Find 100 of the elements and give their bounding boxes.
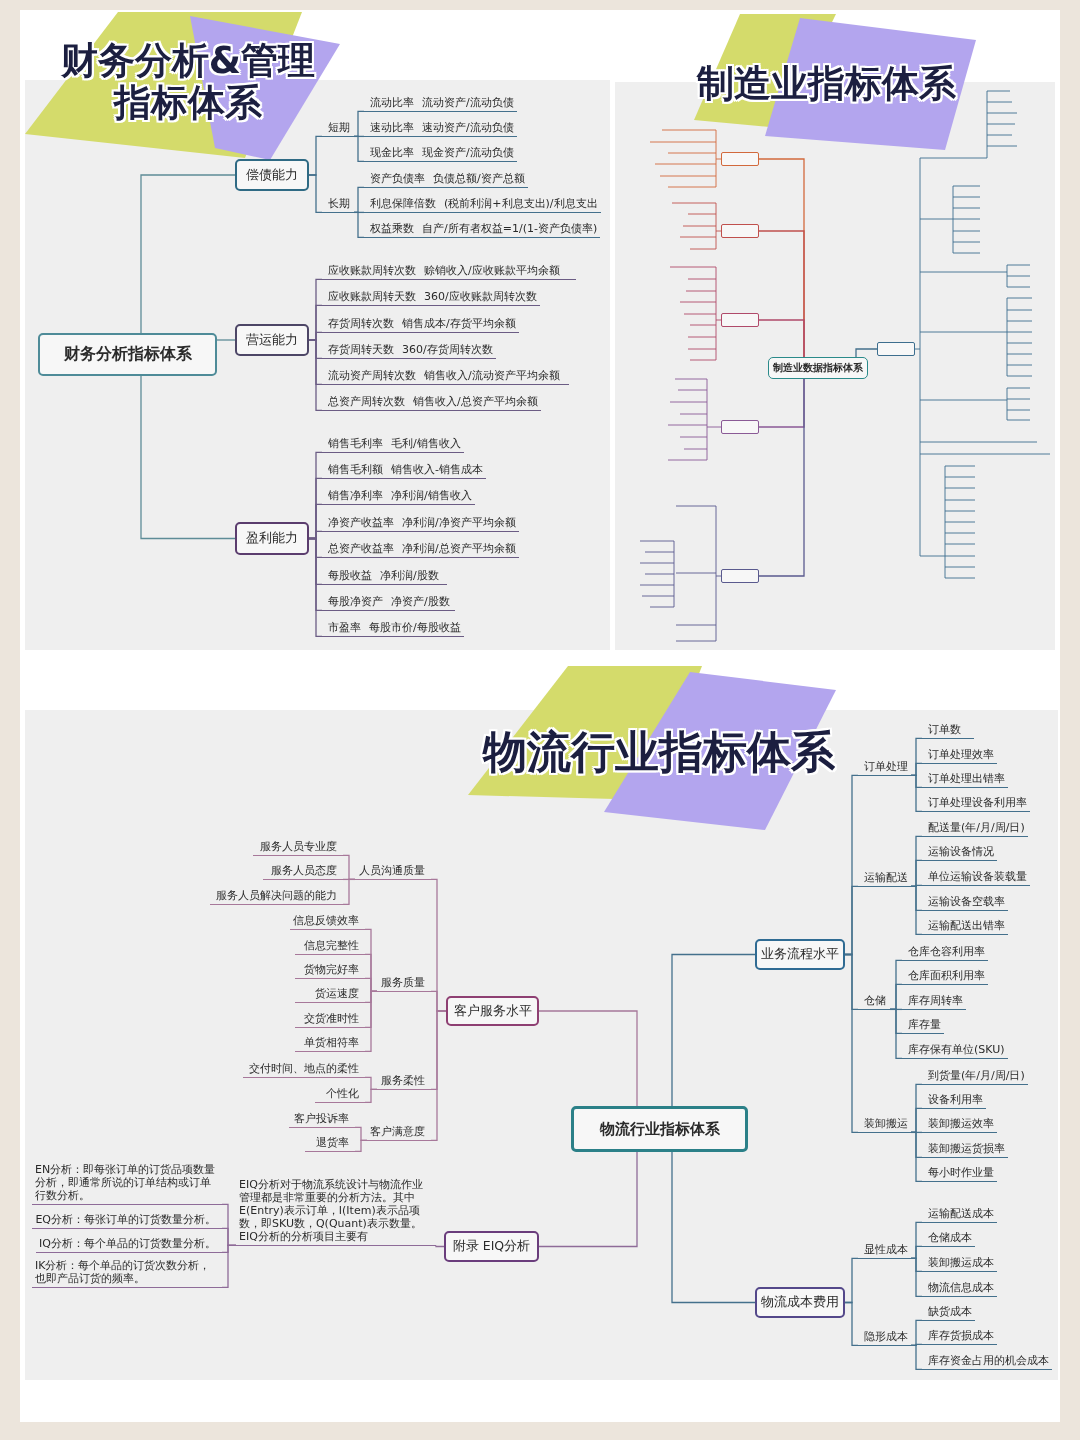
- underlined-topic: [322, 317, 519, 333]
- connector-line: [354, 1139, 368, 1153]
- underlined-topic: 库存货损成本: [922, 1329, 997, 1345]
- connector-line: [910, 1257, 923, 1298]
- underlined-topic: 显性成本: [858, 1243, 911, 1259]
- formula-text: 净利润/净资产平均余额: [402, 516, 516, 529]
- empty-topic-box: [721, 420, 759, 434]
- underlined-topic: 隐形成本: [858, 1330, 911, 1346]
- underlined-topic: 运输设备空载率: [922, 895, 1008, 911]
- connector-line: [140, 174, 236, 334]
- connector-line: [216, 339, 236, 341]
- connector-line: [308, 174, 323, 214]
- underlined-topic: EIQ分析对于物流系统设计与物流作业管理都是非常重要的分析方法。其中E(Entry)表示订单，I(Item)表示品项数，即SKU数，Q(Quant)表示数量。EIQ分析的分析项目主要有: [236, 1178, 436, 1246]
- underlined-topic: 仓储成本: [922, 1231, 975, 1247]
- formula-text: 360/存货周转次数: [402, 343, 493, 356]
- formula-text: 净资产/股数: [391, 595, 450, 608]
- formula-text: 净利润/销售收入: [391, 489, 472, 502]
- connector-line: [758, 319, 805, 358]
- underlined-topic: 仓库仓容利用率: [902, 945, 988, 961]
- underlined-topic: 服务人员专业度: [253, 840, 343, 856]
- metric-name: 现金比率: [370, 146, 414, 159]
- formula-text: 360/应收账款周转次数: [424, 290, 537, 303]
- connector-line: [364, 1088, 378, 1104]
- underlined-topic: 客户满意度: [367, 1125, 431, 1141]
- underlined-topic: 退货率: [305, 1136, 355, 1152]
- metric-name: 应收账款周转天数: [328, 290, 416, 303]
- underlined-topic: [322, 290, 540, 306]
- underlined-topic: [322, 463, 486, 479]
- underlined-topic: 长期: [322, 197, 354, 213]
- connector-line: [910, 1131, 923, 1183]
- connector-line: [889, 1008, 903, 1060]
- metric-name: 存货周转次数: [328, 317, 394, 330]
- underlined-topic: 货物完好率: [295, 963, 365, 979]
- underlined-topic: 库存量: [902, 1018, 944, 1034]
- underlined-topic: [364, 172, 528, 188]
- underlined-topic: [322, 489, 475, 505]
- underlined-topic: 交付时间、地点的柔性: [243, 1062, 365, 1078]
- formula-text: (税前利润+利息支出)/利息支出: [444, 197, 598, 210]
- underlined-topic: 装卸搬运货损率: [922, 1142, 1008, 1158]
- underlined-topic: 运输设备情况: [922, 845, 997, 861]
- underlined-topic: 运输配送: [858, 871, 911, 887]
- topic-box: 附录 EIQ分析: [444, 1231, 539, 1262]
- underlined-topic: 人员沟通质量: [355, 864, 431, 880]
- underlined-topic: [322, 343, 496, 359]
- underlined-topic: 每小时作业量: [922, 1166, 997, 1182]
- formula-text: 销售收入/总资产平均余额: [413, 395, 538, 408]
- connector-line: [758, 378, 805, 577]
- connector-line: [308, 339, 323, 412]
- underlined-topic: 运输配送出错率: [922, 919, 1008, 935]
- underlined-topic: 服务人员解决问题的能力: [210, 889, 343, 905]
- underlined-topic: [322, 621, 464, 637]
- underlined-topic: [322, 395, 541, 411]
- underlined-topic: 物流信息成本: [922, 1281, 997, 1297]
- underlined-topic: 仓储: [858, 994, 890, 1010]
- connector-line: [844, 953, 859, 1134]
- metric-name: 每股收益: [328, 569, 372, 582]
- formula-text: 赊销收入/应收账款平均余额: [424, 264, 560, 277]
- underlined-topic: 单货相符率: [295, 1036, 365, 1052]
- connector-line: [855, 348, 878, 358]
- empty-topic-box: [721, 224, 759, 238]
- topic-box: 业务流程水平: [755, 939, 845, 970]
- underlined-topic: 订单数: [922, 723, 974, 739]
- underlined-topic: 服务人员态度: [263, 864, 343, 880]
- formula-text: 毛利/销售收入: [391, 437, 461, 450]
- metric-name: 销售毛利率: [328, 437, 383, 450]
- underlined-topic: 装卸搬运: [858, 1117, 911, 1133]
- connector-line: [364, 990, 378, 1053]
- connector-line: [844, 1301, 859, 1347]
- metric-name: 销售净利率: [328, 489, 383, 502]
- underlined-topic: 装卸搬运成本: [922, 1256, 997, 1272]
- connector-line: [353, 135, 365, 163]
- metric-name: 流动资产周转次数: [328, 369, 416, 382]
- underlined-topic: 个性化: [315, 1087, 365, 1103]
- connector-line: [353, 211, 365, 239]
- topic-box: 客户服务水平: [446, 996, 539, 1026]
- formula-text: 负债总额/资产总额: [433, 172, 525, 185]
- root-topic-box: 制造业数据指标体系: [768, 357, 868, 379]
- underlined-topic: [322, 542, 519, 558]
- underlined-topic: EQ分析：每张订单的订货数量分析。: [32, 1213, 222, 1229]
- underlined-topic: [364, 222, 601, 238]
- underlined-topic: EN分析：即每张订单的订货品项数量分析，即通常所说的订单结构或订单行数分析。: [32, 1163, 222, 1205]
- underlined-topic: 订单处理效率: [922, 748, 997, 764]
- underlined-topic: 服务质量: [377, 976, 431, 992]
- metric-name: 权益乘数: [370, 222, 414, 235]
- metric-name: 流动比率: [370, 96, 414, 109]
- connector-line: [221, 1244, 237, 1289]
- connector-line: [538, 1010, 638, 1107]
- metric-name: 速动比率: [370, 121, 414, 134]
- underlined-topic: 服务柔性: [377, 1074, 431, 1090]
- formula-text: 每股市价/每股收益: [369, 621, 461, 634]
- formula-text: 净利润/总资产平均余额: [402, 542, 516, 555]
- metric-name: 存货周转天数: [328, 343, 394, 356]
- root-topic-box: 物流行业指标体系: [571, 1106, 748, 1152]
- formula-text: 流动资产/流动负债: [422, 96, 514, 109]
- metric-name: 销售毛利额: [328, 463, 383, 476]
- underlined-topic: [322, 369, 569, 385]
- underlined-topic: [364, 96, 517, 112]
- underlined-topic: 单位运输设备装载量: [922, 870, 1030, 886]
- underlined-topic: [322, 264, 576, 280]
- underlined-topic: 缺货成本: [922, 1305, 975, 1321]
